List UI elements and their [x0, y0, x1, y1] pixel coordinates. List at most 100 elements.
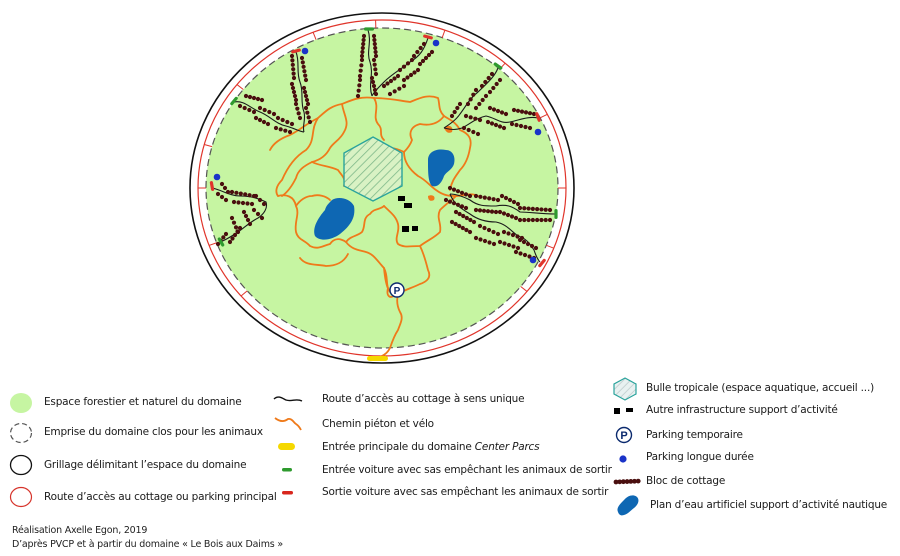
cottage-block — [289, 53, 297, 81]
cottage-block — [293, 101, 303, 121]
brand-name: Center Parcs — [474, 441, 540, 453]
one-way-road-icon — [273, 396, 303, 402]
infrastructure-block — [412, 226, 418, 231]
cottage-block — [257, 105, 277, 117]
car-exit-icon — [282, 491, 293, 495]
infrastructure-block — [398, 196, 405, 201]
legend-label: Parking longue durée — [646, 451, 754, 463]
cottage-block — [219, 181, 231, 195]
cottage-block — [273, 125, 293, 135]
infrastructure-icon — [614, 408, 633, 414]
cottage-block — [231, 199, 255, 207]
cottage-block — [463, 113, 483, 123]
cottage-block — [511, 107, 537, 117]
cottage-block — [487, 105, 509, 117]
legend-label: Espace forestier et naturel du domaine — [44, 396, 242, 408]
cottage-block — [443, 197, 469, 211]
car-exit — [423, 34, 433, 40]
cottage-block — [479, 71, 495, 89]
car-entry — [493, 62, 503, 70]
legend-label: Emprise du domaine clos pour les animaux — [44, 426, 263, 438]
cottage-block — [401, 67, 421, 83]
forest-swatch-icon — [10, 393, 32, 413]
cottage-block — [473, 193, 501, 203]
legend-label: Route d’accès au cottage ou parking prin… — [44, 491, 277, 503]
cottage-block — [501, 229, 525, 241]
lake-west — [314, 198, 355, 240]
cottage-block — [509, 121, 533, 131]
cottage-block — [499, 193, 521, 207]
path-blob — [428, 195, 435, 201]
cottage-blocks — [215, 33, 553, 261]
cottage-block — [397, 57, 415, 73]
car-exit — [535, 112, 541, 122]
legend-label: Parking temporaire — [646, 429, 743, 441]
legend-label: Route d’accès au cottage à sens unique — [322, 393, 525, 405]
infrastructure-block — [402, 226, 409, 232]
car-entry — [364, 27, 374, 31]
cottage-block — [253, 193, 267, 207]
credit-source: D’après PVCP et à partir du domaine « Le… — [12, 539, 283, 550]
cottage-block — [369, 75, 379, 97]
cottage-block — [381, 73, 401, 89]
parking-long — [534, 128, 542, 136]
parking-temporary-glyph: P — [394, 286, 401, 297]
main-entrance-icon — [278, 443, 295, 450]
cottage-block-icon — [613, 478, 641, 485]
cottage-block — [251, 207, 265, 221]
cottage-block — [303, 105, 313, 125]
legend-label: Entrée principale du domaine Center Parc… — [322, 441, 540, 453]
parking-temporary-glyph: P — [620, 430, 627, 442]
parking-long — [301, 47, 309, 55]
main-entrance — [367, 356, 388, 361]
tropical-bubble-icon — [613, 377, 637, 401]
car-entry — [230, 96, 238, 106]
credit-author: Réalisation Axelle Egon, 2019 — [12, 525, 148, 536]
cottage-block — [447, 185, 473, 199]
cottage-block — [355, 77, 363, 99]
cottage-block — [241, 209, 253, 227]
cottage-block — [357, 57, 365, 79]
cottage-block — [465, 87, 479, 107]
car-entry-icon — [282, 468, 292, 472]
one-way-road — [295, 51, 306, 133]
parking-long — [432, 39, 440, 47]
lake-east — [428, 149, 455, 187]
one-way-road — [443, 115, 539, 131]
parking-temporary: P — [389, 282, 405, 298]
one-way-road — [449, 193, 541, 263]
cottage-block — [461, 125, 481, 137]
parking-long — [213, 173, 221, 181]
legend-label: Bulle tropicale (espace aquatique, accue… — [646, 382, 874, 394]
car-entry — [554, 209, 558, 219]
cottage-block — [453, 209, 477, 225]
red-circle-icon — [9, 486, 33, 508]
legend-label: Sortie voiture avec sas empêchant les an… — [322, 486, 609, 498]
cottage-block — [497, 209, 519, 221]
black-circle-icon — [9, 454, 33, 476]
cottage-block — [275, 115, 295, 127]
one-way-road — [367, 29, 373, 97]
cottage-block — [237, 103, 257, 115]
parking-long — [529, 256, 537, 264]
one-way-road — [449, 193, 557, 215]
cottage-block — [387, 83, 407, 97]
cottage-block — [477, 223, 501, 237]
cottage-block — [485, 119, 507, 131]
car-entry — [217, 237, 225, 247]
cottage-block — [517, 237, 539, 251]
legend-label: Bloc de cottage — [646, 475, 726, 487]
cottage-block — [497, 239, 521, 251]
cottage-block — [417, 49, 435, 67]
one-way-road — [233, 101, 305, 133]
legend-label: Chemin piéton et vélo — [322, 418, 434, 430]
infrastructure-block — [404, 203, 412, 208]
cottage-block — [449, 219, 473, 235]
dashed-circle-icon — [9, 422, 33, 444]
car-exit — [209, 181, 215, 191]
legend-label: Autre infrastructure support d’activité — [646, 404, 838, 416]
infrastructure-blocks — [398, 196, 418, 232]
car-gates — [209, 27, 558, 268]
cottage-block — [301, 85, 311, 107]
parking-temporary-icon: P — [615, 426, 633, 444]
